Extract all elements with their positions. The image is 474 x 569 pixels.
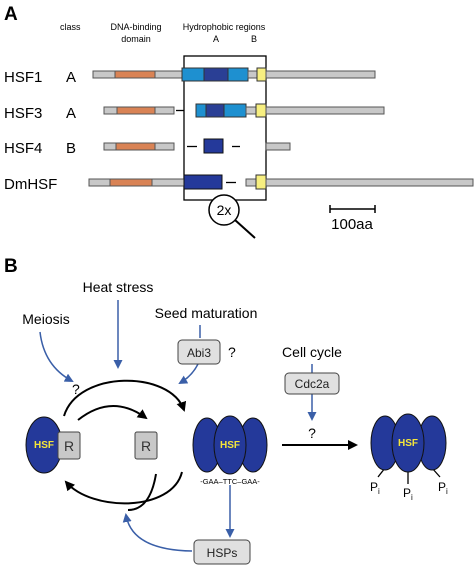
cycle-arrow-trimer — [63, 379, 187, 417]
hydrophobic-a-segment — [195, 103, 207, 118]
dna-binding-domain — [116, 106, 156, 115]
protein-segment — [265, 142, 291, 151]
hydrophobic-b-segment — [255, 103, 267, 118]
row-name: HSF1 — [4, 69, 42, 86]
free-repressor-label: R — [141, 438, 151, 454]
protein-segment — [103, 142, 117, 151]
meiosis-arrow — [39, 331, 74, 382]
protein-segment — [265, 106, 385, 115]
dna-binding-domain — [115, 142, 156, 151]
magnifier-label: 2x — [217, 202, 232, 218]
row-class: A — [66, 105, 76, 122]
scale-bar-label: 100aa — [331, 216, 373, 233]
meiosis-label: Meiosis — [22, 311, 69, 327]
protein-segment — [92, 70, 116, 79]
cdc2a-label: Cdc2a — [295, 377, 330, 391]
dna-binding-domain — [114, 70, 156, 79]
cdc2a-question: ? — [308, 425, 316, 441]
scale-bar: 100aa — [329, 205, 376, 233]
hydrophobic-a-segment — [223, 103, 247, 118]
phosphate-1: Pi — [370, 480, 380, 496]
column-dbd-line1: DNA-binding — [110, 22, 161, 32]
protein-segment — [88, 178, 111, 187]
hsf-monomer-label: HSF — [34, 440, 54, 451]
row-name: HSF4 — [4, 140, 42, 157]
meiosis-question: ? — [72, 381, 80, 397]
column-hydrophobic-b: B — [251, 34, 257, 44]
row-hsf3: HSF3 A — [4, 103, 385, 122]
hsf-trimer — [192, 415, 268, 475]
protein-segment — [151, 178, 185, 187]
column-dbd-line2: domain — [121, 34, 151, 44]
row-hsf1: HSF1 A — [4, 67, 376, 86]
hydrophobic-a-segment — [183, 174, 223, 190]
heat-stress-label: Heat stress — [83, 279, 154, 295]
panel-b-label: B — [4, 256, 18, 277]
protein-segment — [247, 70, 258, 79]
abi3-label: Abi3 — [187, 346, 211, 360]
row-class: B — [66, 140, 76, 157]
free-repressor-box — [134, 431, 158, 460]
row-name: DmHSF — [4, 176, 57, 193]
phosphate-2: Pi — [403, 486, 413, 502]
hsp-feedback-arrow — [122, 513, 193, 552]
panel-b: B Heat stress Meiosis Seed maturation Ce… — [4, 256, 448, 565]
protein-segment — [154, 142, 175, 151]
magnifier-icon: 2x — [208, 194, 256, 239]
seed-maturation-label: Seed maturation — [155, 305, 258, 321]
hse-sequence: -GAA–TTC–GAA- — [200, 477, 260, 486]
repressor-box — [57, 431, 81, 460]
row-hsf4: HSF4 B — [4, 138, 291, 157]
protein-segment — [154, 70, 183, 79]
panel-a: A class DNA-binding domain Hydrophobic r… — [4, 4, 474, 239]
hydrophobic-a-segment — [203, 67, 229, 82]
hsps-box — [193, 539, 251, 565]
dna-binding-domain — [109, 178, 153, 187]
abi3-question: ? — [228, 344, 236, 360]
hydrophobic-b-segment — [255, 174, 267, 190]
phosphorylated-hsf-trimer — [370, 413, 447, 484]
protein-segment — [265, 70, 376, 79]
panel-a-label: A — [4, 4, 18, 25]
protein-segment — [154, 106, 175, 115]
phospho-hsf-label: HSF — [398, 438, 418, 449]
protein-segment — [245, 106, 257, 115]
abi3-box — [177, 339, 221, 365]
hsf-trimer-label: HSF — [220, 440, 240, 451]
protein-segment — [265, 178, 474, 187]
column-class: class — [60, 22, 81, 32]
cycle-arrow-return-inner — [127, 473, 157, 511]
phosphate-3: Pi — [438, 480, 448, 496]
row-name: HSF3 — [4, 105, 42, 122]
hydrophobic-a-segment — [227, 67, 249, 82]
hydrophobic-a-segment — [203, 138, 224, 154]
cdc2a-box — [284, 372, 340, 395]
cycle-arrow-release — [77, 405, 148, 421]
row-class: A — [66, 69, 76, 86]
column-hydrophobic-a: A — [213, 34, 219, 44]
abi3-arrow — [178, 363, 199, 385]
hydrophobic-a-segment — [181, 67, 205, 82]
hydrophobic-a-segment — [205, 103, 225, 118]
cycle-arrow-return-outer — [64, 471, 183, 505]
hsps-label: HSPs — [207, 546, 238, 560]
protein-segment — [103, 106, 118, 115]
column-hydrophobic: Hydrophobic regions — [183, 22, 266, 32]
cell-cycle-label: Cell cycle — [282, 344, 342, 360]
protein-segment — [245, 178, 257, 187]
hydrophobic-b-segment — [256, 67, 267, 82]
repressor-label: R — [64, 438, 74, 454]
row-dmhsf: DmHSF — [4, 174, 474, 193]
